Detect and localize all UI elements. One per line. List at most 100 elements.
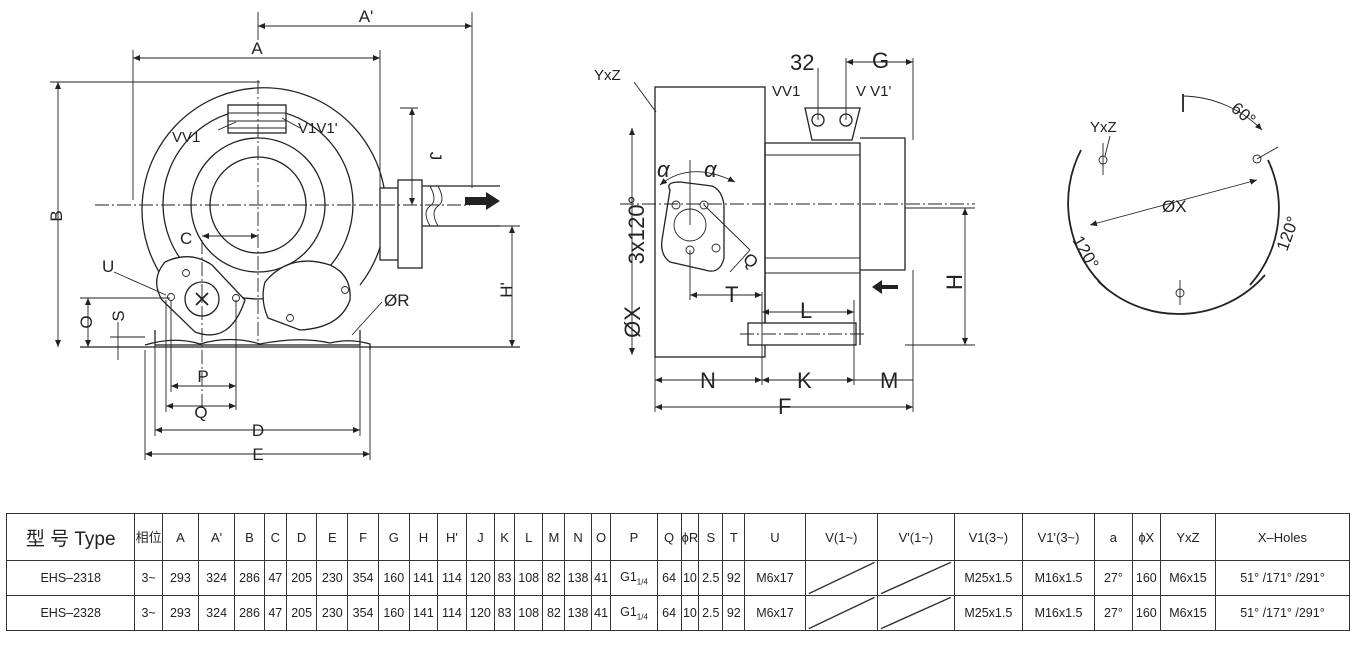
front-view: A' A B J H' C O S U ØR VV1 V1V1' P: [47, 7, 520, 464]
table-cell: 141: [408, 595, 439, 631]
table-cell: 83: [494, 595, 515, 631]
table-cell: 2.5: [698, 560, 724, 596]
header-yxz: YxZ: [1160, 513, 1216, 561]
table-cell: M6x17: [744, 560, 806, 596]
table-cell: 286: [234, 595, 265, 631]
table-cell: 82: [542, 560, 566, 596]
table-cell: 41: [590, 560, 612, 596]
header-h: H: [408, 513, 439, 561]
table-cell: 47: [263, 595, 287, 631]
header-q: Q: [656, 513, 682, 561]
header-v1-prime-3: V1'(3~): [1021, 513, 1096, 561]
table-cell: 92: [722, 595, 746, 631]
label-h: H: [942, 274, 967, 290]
table-cell: M6x15: [1160, 560, 1216, 596]
table-cell: 83: [494, 560, 515, 596]
table-cell: M16x1.5: [1021, 595, 1096, 631]
diagonal-slash-icon: [878, 596, 954, 630]
header-v1-3: V1(3~): [953, 513, 1023, 561]
table-cell: 230: [316, 595, 349, 631]
label-side-phi-x: ØX: [620, 306, 645, 338]
table-cell: 138: [564, 560, 592, 596]
table-cell: EHS–2318: [5, 560, 136, 596]
label-u: U: [102, 257, 114, 276]
header-g: G: [377, 513, 410, 561]
table-cell: 27°: [1094, 595, 1133, 631]
side-view: YxZ 32 G VV1 V V1' α α Q 3x120° ØX T L H…: [594, 48, 975, 419]
label-v1v1-prime: V1V1': [298, 120, 338, 137]
table-cell: 141: [408, 560, 439, 596]
label-holes-phi-x: ØX: [1162, 197, 1187, 216]
dim-d: D: [252, 421, 264, 440]
table-cell: 51° /171° /291°: [1214, 560, 1351, 596]
table-cell: 286: [234, 560, 265, 596]
header-t: T: [722, 513, 746, 561]
table-cell: 3~: [134, 595, 163, 631]
dim-h-prime: H': [497, 282, 516, 298]
not-applicable-cell: [877, 560, 955, 596]
label-l: L: [800, 298, 812, 323]
thread-subscript: 1/4: [636, 577, 648, 587]
header-e: E: [316, 513, 349, 561]
table-cell: EHS–2328: [5, 595, 136, 631]
table-cell: 324: [197, 595, 236, 631]
table-cell: G11/4: [610, 560, 658, 596]
hole-pattern-view: YxZ 60° ØX 120° 120°: [1067, 94, 1303, 315]
table-cell: 120: [465, 560, 496, 596]
label-m: M: [880, 368, 898, 393]
table-cell: 82: [542, 595, 566, 631]
dim-s: S: [109, 310, 128, 321]
dim-p: P: [197, 367, 208, 386]
header-x-holes: X–Holes: [1214, 513, 1351, 561]
table-cell: M16x1.5: [1021, 560, 1096, 596]
label-side-q: Q: [739, 249, 762, 272]
thread-size: G1: [620, 569, 637, 584]
table-cell: 120: [465, 595, 496, 631]
table-cell: M25x1.5: [953, 595, 1023, 631]
table-cell: G11/4: [610, 595, 658, 631]
header-f: F: [347, 513, 379, 561]
header-alpha: a: [1094, 513, 1133, 561]
table-header-row: 型 号 Type 相位 A A' B C D E F G H H' J K L …: [5, 513, 1351, 561]
header-p: P: [610, 513, 658, 561]
not-applicable-cell: [877, 595, 955, 631]
table-cell: 108: [513, 595, 544, 631]
table-cell: 114: [437, 560, 467, 596]
diagonal-slash-icon: [806, 596, 877, 630]
header-b: B: [234, 513, 265, 561]
label-t: T: [725, 282, 738, 307]
label-side-vv1: VV1: [772, 83, 800, 100]
not-applicable-cell: [804, 560, 879, 596]
header-n: N: [564, 513, 592, 561]
table-cell: 160: [377, 595, 410, 631]
table-cell: 64: [656, 595, 682, 631]
table-cell: M6x17: [744, 595, 806, 631]
table-cell: 230: [316, 560, 349, 596]
header-c: C: [263, 513, 287, 561]
table-cell: 3~: [134, 560, 163, 596]
label-f: F: [778, 394, 791, 419]
header-a-prime: A': [197, 513, 236, 561]
label-phi-r: ØR: [384, 291, 410, 310]
table-cell: 324: [197, 560, 236, 596]
table-cell: 354: [347, 595, 379, 631]
header-l: L: [513, 513, 544, 561]
table-cell: 10: [680, 595, 700, 631]
table-cell: 108: [513, 560, 544, 596]
header-type: 型 号 Type: [5, 513, 136, 561]
diagonal-slash-icon: [806, 561, 877, 595]
dim-e: E: [252, 445, 263, 464]
header-v-1: V(1~): [804, 513, 879, 561]
table-cell: 92: [722, 560, 746, 596]
table-cell: M25x1.5: [953, 560, 1023, 596]
header-k: K: [494, 513, 515, 561]
dim-b: B: [47, 210, 66, 221]
dim-c: C: [180, 229, 192, 248]
table-cell: 64: [656, 560, 682, 596]
table-cell: 10: [680, 560, 700, 596]
header-h-prime: H': [437, 513, 467, 561]
header-m: M: [542, 513, 566, 561]
diagonal-slash-icon: [878, 561, 954, 595]
table-cell: 51° /171° /291°: [1214, 595, 1351, 631]
